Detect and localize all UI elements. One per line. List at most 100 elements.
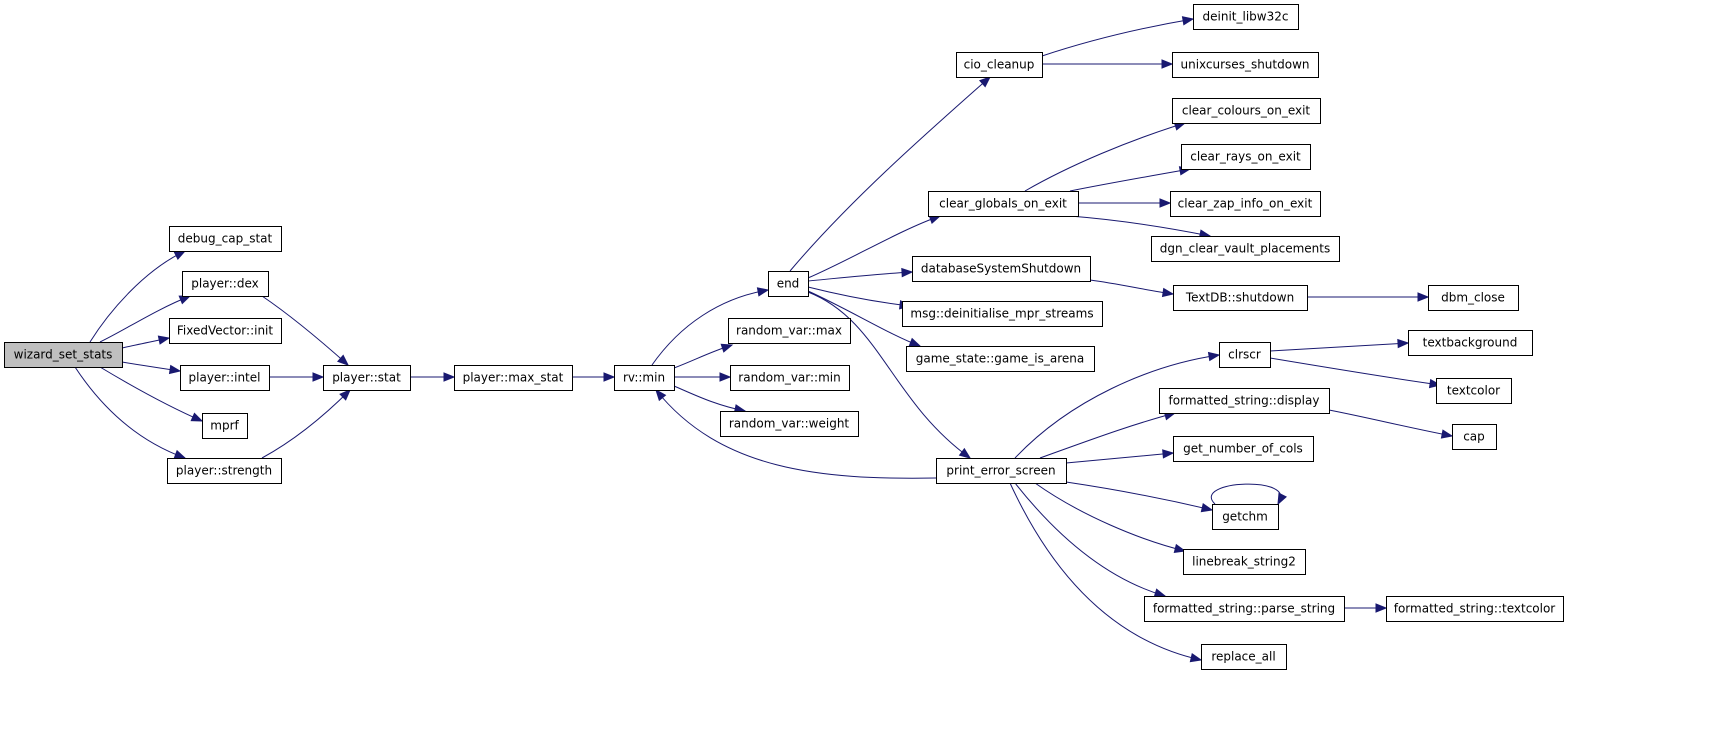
node-clear_rays_on_exit[interactable]: clear_rays_on_exit	[1181, 144, 1311, 170]
arrow-head	[603, 372, 616, 382]
arrow-head	[756, 287, 770, 297]
edge-print_error_screen-to-replace_all	[1009, 482, 1203, 663]
node-getchm[interactable]: getchm	[1212, 504, 1279, 530]
node-wizard_set_stats[interactable]: wizard_set_stats	[4, 342, 123, 368]
node-box	[1219, 342, 1271, 368]
edge-clear_globals_on_exit-to-dgn_clear_vault_placements	[1069, 215, 1212, 239]
node-box	[1172, 98, 1321, 124]
node-label: clear_rays_on_exit	[1190, 150, 1301, 164]
node-label: player::stat	[332, 371, 401, 385]
edge-clear_globals_on_exit-to-clear_colours_on_exit	[1024, 121, 1187, 192]
arrow-head	[1173, 543, 1187, 554]
node-end[interactable]: end	[768, 271, 809, 297]
arrow-head	[1277, 492, 1287, 506]
node-cio_cleanup[interactable]: cio_cleanup	[956, 52, 1043, 78]
node-box	[167, 458, 282, 484]
node-label: textbackground	[1423, 336, 1518, 350]
node-clrscr[interactable]: clrscr	[1219, 342, 1271, 368]
node-label: random_var::weight	[729, 417, 850, 431]
arrow-head	[173, 449, 187, 459]
node-mprf[interactable]: mprf	[202, 413, 248, 439]
node-cap[interactable]: cap	[1452, 424, 1497, 450]
node-clear_zap_info_on_exit[interactable]: clear_zap_info_on_exit	[1170, 191, 1321, 217]
edge-line	[1269, 342, 1409, 352]
node-random_var_min[interactable]: random_var::min	[730, 365, 850, 391]
node-msg_deinitialise[interactable]: msg::deinitialise_mpr_streams	[902, 301, 1103, 327]
node-player_dex[interactable]: player::dex	[182, 271, 269, 297]
node-fs_display[interactable]: formatted_string::display	[1159, 388, 1330, 414]
node-fs_textcolor[interactable]: formatted_string::textcolor	[1386, 596, 1564, 622]
node-replace_all[interactable]: replace_all	[1201, 644, 1287, 670]
node-fixedvector_init[interactable]: FixedVector::init	[169, 318, 282, 344]
arrow-head	[1161, 287, 1175, 298]
node-box	[323, 365, 411, 391]
edge-line	[1089, 279, 1174, 295]
edge-rv_min-to-end	[651, 287, 770, 366]
node-box	[1159, 388, 1330, 414]
node-debug_cap_stat[interactable]: debug_cap_stat	[169, 226, 282, 252]
node-random_var_max[interactable]: random_var::max	[728, 318, 851, 344]
node-deinit_libw32c[interactable]: deinit_libw32c	[1193, 4, 1299, 30]
edge-line	[1069, 215, 1211, 237]
node-label: clear_colours_on_exit	[1182, 104, 1311, 118]
node-box	[1173, 436, 1314, 462]
node-fs_parse_string[interactable]: formatted_string::parse_string	[1144, 596, 1345, 622]
node-box	[1172, 52, 1319, 78]
arrow-head	[978, 76, 992, 88]
arrow-head	[339, 389, 351, 401]
node-databasesystemshutdown[interactable]: databaseSystemShutdown	[912, 256, 1091, 282]
node-box	[1151, 236, 1340, 262]
node-textdb_shutdown[interactable]: TextDB::shutdown	[1173, 285, 1308, 311]
node-player_strength[interactable]: player::strength	[167, 458, 282, 484]
node-label: end	[777, 277, 800, 291]
node-label: rv::min	[623, 371, 665, 385]
arrow-head	[1181, 16, 1195, 26]
edge-line	[1041, 18, 1194, 57]
edge-player_stat-to-player_max_stat	[410, 372, 456, 382]
node-textcolor[interactable]: textcolor	[1436, 378, 1512, 404]
edge-print_error_screen-to-linebreak_string2	[1034, 482, 1187, 554]
edge-print_error_screen-to-clrscr	[1014, 351, 1221, 459]
edge-line	[807, 286, 911, 307]
node-player_max_stat[interactable]: player::max_stat	[454, 365, 573, 391]
node-textbackground[interactable]: textbackground	[1408, 330, 1533, 356]
node-clear_colours_on_exit[interactable]: clear_colours_on_exit	[1172, 98, 1321, 124]
edge-player_intel-to-player_stat	[269, 372, 325, 382]
node-label: player::max_stat	[463, 371, 564, 385]
arrow-head	[1417, 292, 1430, 302]
node-dbm_close[interactable]: dbm_close	[1428, 285, 1519, 311]
node-label: formatted_string::parse_string	[1153, 602, 1335, 616]
node-player_stat[interactable]: player::stat	[323, 365, 411, 391]
edge-line	[89, 250, 186, 343]
node-label: clrscr	[1228, 348, 1261, 362]
node-unixcurses_shutdown[interactable]: unixcurses_shutdown	[1172, 52, 1319, 78]
edge-line	[807, 291, 971, 459]
node-rv_min[interactable]: rv::min	[614, 365, 675, 391]
node-label: linebreak_string2	[1192, 555, 1296, 569]
node-game_is_arena[interactable]: game_state::game_is_arena	[906, 346, 1095, 372]
node-print_error_screen[interactable]: print_error_screen	[936, 458, 1067, 484]
node-dgn_clear_vault_placements[interactable]: dgn_clear_vault_placements	[1151, 236, 1340, 262]
node-label: clear_globals_on_exit	[939, 197, 1067, 211]
node-clear_globals_on_exit[interactable]: clear_globals_on_exit	[928, 191, 1079, 217]
node-get_number_of_cols[interactable]: get_number_of_cols	[1173, 436, 1314, 462]
edge-clrscr-to-textbackground	[1269, 338, 1410, 352]
edge-line	[1039, 412, 1176, 459]
edge-fs_display-to-cap	[1328, 409, 1454, 439]
node-player_intel[interactable]: player::intel	[180, 365, 270, 391]
node-linebreak_string2[interactable]: linebreak_string2	[1183, 549, 1306, 575]
node-box	[614, 365, 675, 391]
node-box	[169, 318, 282, 344]
node-box	[1193, 4, 1299, 30]
edge-end-to-clear_globals_on_exit	[807, 215, 942, 279]
node-label: game_state::game_is_arena	[916, 352, 1085, 366]
node-random_var_weight[interactable]: random_var::weight	[720, 411, 859, 437]
edge-end-to-databasesystemshutdown	[807, 267, 914, 282]
edge-print_error_screen-to-fs_parse_string	[1014, 482, 1167, 598]
edge-line	[1034, 482, 1186, 552]
node-label: unixcurses_shutdown	[1180, 58, 1309, 72]
node-box	[1428, 285, 1519, 311]
arrow-head	[1207, 351, 1221, 362]
edge-end-to-cio_cleanup	[789, 76, 992, 272]
edge-line	[655, 389, 937, 479]
